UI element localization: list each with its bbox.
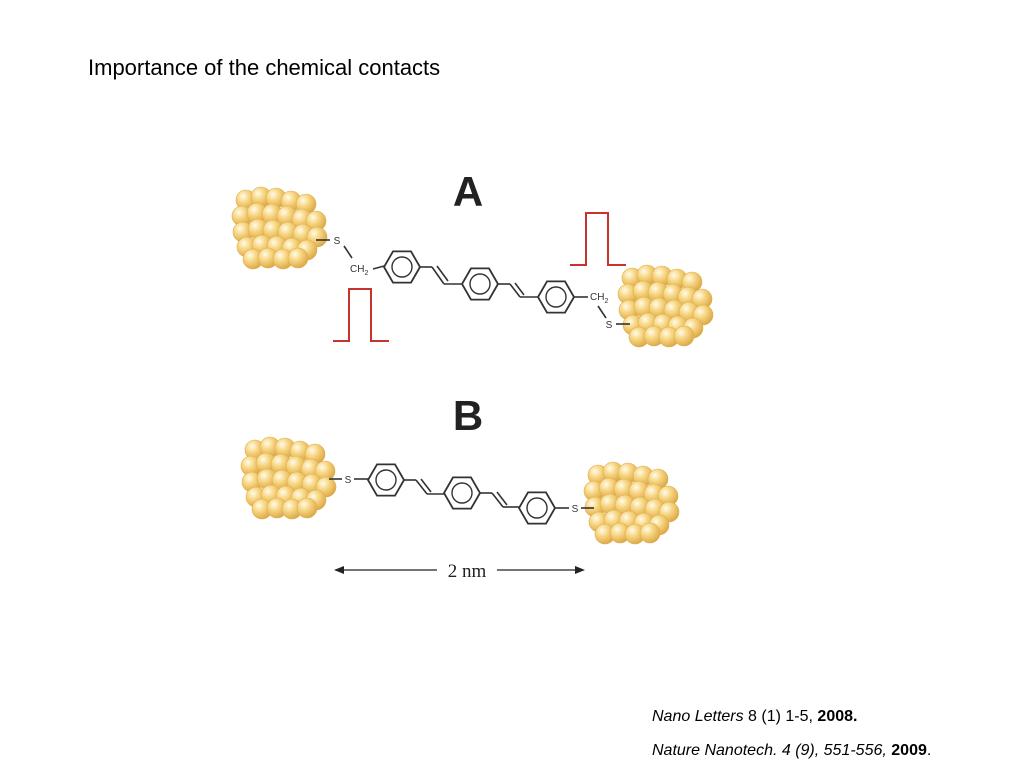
reference-journal: Nano Letters (652, 708, 744, 725)
tunnel-barrier-right (570, 212, 626, 266)
molecule-b (329, 463, 594, 525)
ring-hexagon (366, 463, 406, 497)
sulfur-label-a-right: S (606, 320, 613, 331)
benzene-ring (366, 463, 406, 497)
ring-aromatic-circle (375, 469, 397, 491)
molecule-a (316, 239, 630, 325)
benzene-ring (460, 267, 500, 301)
gold-electrode-a-right (617, 264, 714, 348)
benzene-ring (382, 250, 422, 284)
ring-aromatic-circle (526, 497, 548, 519)
ring-hexagon (536, 280, 576, 314)
panel-a-label: A (453, 168, 483, 215)
gold-electrode-b-left (240, 436, 337, 520)
panel-b-label: B (453, 392, 483, 439)
ch2-label-a-right: CH2 (590, 292, 608, 305)
ring-hexagon (517, 491, 557, 525)
reference-year: 2008. (817, 708, 858, 725)
sulfur-label-a-left: S (334, 236, 341, 247)
reference-nature-nanotech: Nature Nanotech. 4 (9), 551-556, 2009. (652, 741, 931, 761)
reference-nano-letters: Nano Letters 8 (1) 1-5, 2008. (652, 707, 857, 727)
ring-hexagon (382, 250, 422, 284)
ring-aromatic-circle (451, 482, 473, 504)
reference-details: 8 (1) 1-5, (743, 708, 818, 725)
gold-atom (287, 247, 309, 269)
scale-bar-label: 2 nm (448, 561, 487, 582)
ring-hexagon (442, 476, 482, 510)
reference-tail: . (926, 742, 932, 759)
benzene-ring (536, 280, 576, 314)
ring-aromatic-circle (391, 256, 413, 278)
gold-atom (639, 522, 661, 544)
slide-title: Importance of the chemical contacts (88, 55, 441, 80)
scale-bar (334, 566, 585, 574)
reference-journal: Nature Nanotech. 4 (9), 551-556, (652, 742, 887, 759)
ring-aromatic-circle (469, 273, 491, 295)
gold-atom (673, 325, 695, 347)
ring-hexagon (460, 267, 500, 301)
benzene-ring (517, 491, 557, 525)
gold-electrode-a-left (231, 186, 328, 270)
tunnel-barrier-left (333, 288, 389, 342)
ring-aromatic-circle (545, 286, 567, 308)
gold-electrode-b-right (583, 461, 680, 545)
ch2-label-a-left: CH2 (350, 264, 368, 277)
gold-atom (296, 497, 318, 519)
benzene-ring (442, 476, 482, 510)
sulfur-label-b-left: S (345, 475, 352, 486)
sulfur-label-b-right: S (572, 504, 579, 515)
reference-year: 2009 (891, 742, 927, 759)
